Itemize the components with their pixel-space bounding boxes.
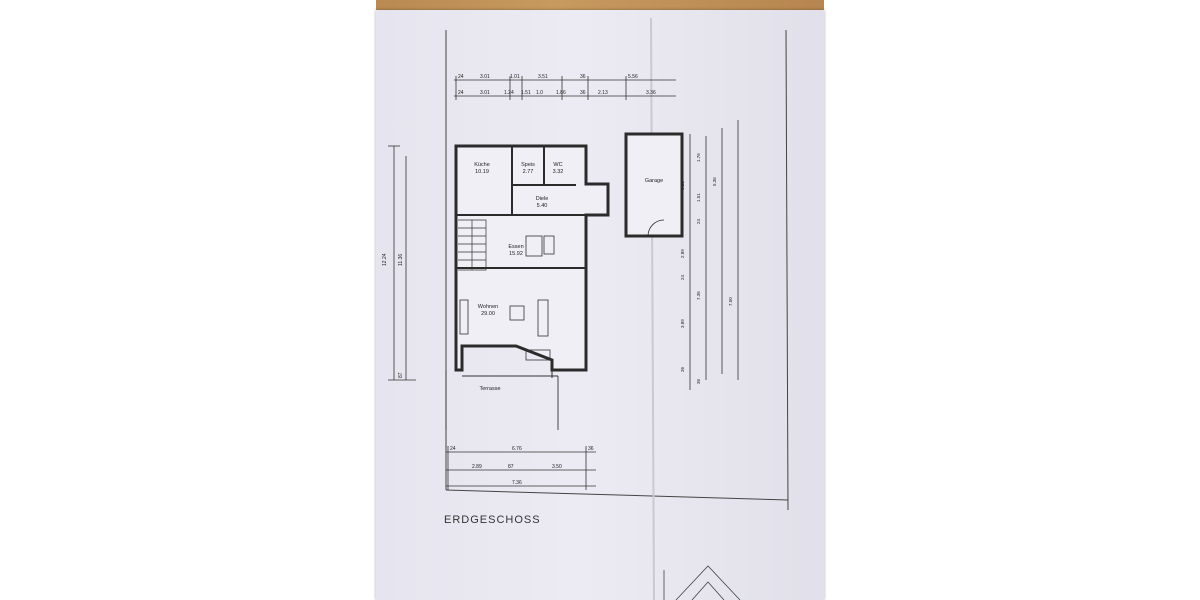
dim-top-2-g: 36 — [580, 90, 586, 96]
staircase — [458, 219, 487, 271]
dim-right-e: 2.89 — [680, 249, 685, 258]
sheet-border-right — [785, 29, 789, 511]
dim-right-b: 1.76 — [696, 153, 701, 162]
dim-top-1-c: 1.01 — [510, 74, 520, 80]
dim-top-2-e: 1.0 — [536, 90, 543, 96]
room-kueche-name: Küche — [474, 162, 490, 168]
dim-bottom-1-a: 24 — [450, 446, 456, 452]
dim-right-l: 7.50 — [728, 297, 733, 306]
dim-top-2-d: 1.51 — [521, 90, 531, 96]
dim-right-k: 5.36 — [712, 177, 717, 186]
room-terrasse-name: Terrasse — [479, 386, 500, 392]
dim-right-d: 24 — [696, 218, 701, 224]
house-walls — [454, 144, 610, 378]
room-wohnen-area: 29.00 — [481, 311, 495, 317]
dim-left-inner: 11.36 — [398, 254, 404, 266]
dim-top-1-a: 24 — [458, 74, 464, 80]
dim-bottom-2-a: 2.89 — [472, 464, 482, 470]
furniture — [459, 235, 555, 361]
dim-top-2-f: 1.86 — [556, 90, 566, 96]
dim-top-2-i: 3.36 — [646, 90, 656, 96]
left-dimension-lines — [388, 145, 416, 381]
top-dimension-lines — [454, 76, 676, 100]
dim-top-1-e: 36 — [580, 74, 586, 80]
room-diele-name: Diele — [536, 196, 549, 202]
room-essen-name: Essen — [508, 244, 523, 250]
room-speis-area: 2.77 — [523, 169, 534, 175]
terrace-outline — [445, 370, 559, 430]
dim-bottom-1-b: 6.76 — [512, 446, 522, 452]
dim-right-g: 3.89 — [680, 319, 685, 328]
room-kueche-area: 10.19 — [475, 169, 489, 175]
dim-bottom-total: 7.36 — [512, 480, 522, 486]
dim-top-1-d: 3.51 — [538, 74, 548, 80]
dim-top-2-b: 3.01 — [480, 90, 490, 96]
dim-left-outer: 12.24 — [382, 253, 388, 266]
sheet-border-bottom — [445, 489, 789, 501]
dim-bottom-1-c: 36 — [588, 446, 594, 452]
dim-right-f: 24 — [680, 274, 685, 280]
right-dimension-lines — [689, 120, 739, 390]
bottom-dimension-lines — [446, 446, 596, 490]
dim-bottom-2-c: 3.50 — [552, 464, 562, 470]
dim-top-2-h: 2.13 — [598, 90, 608, 96]
dim-top-2-a: 24 — [458, 90, 464, 96]
dim-top-1-f: 5.56 — [628, 74, 638, 80]
floor-plan-sheet: 24 3.01 1.01 3.51 36 5.56 24 3.01 1.24 1… — [376, 10, 824, 600]
floor-plan-drawing: 24 3.01 1.01 3.51 36 5.56 24 3.01 1.24 1… — [382, 17, 789, 600]
dim-right-j: 36 — [696, 378, 701, 384]
dim-bottom-2-b: 87 — [508, 464, 514, 470]
dim-right-i: 7.36 — [696, 291, 701, 300]
dim-top-1-b: 3.01 — [480, 74, 490, 80]
room-speis-name: Speis — [521, 162, 535, 168]
room-garage-name: Garage — [645, 178, 663, 184]
room-diele-area: 5.40 — [537, 203, 548, 209]
dim-left-small: 87 — [398, 372, 404, 378]
room-wohnen-name: Wohnen — [478, 304, 498, 310]
garage-walls — [624, 132, 684, 238]
paper-fold — [650, 17, 655, 600]
room-essen-area: 15.92 — [509, 251, 523, 257]
drawing-title: ERDGESCHOSS — [444, 514, 541, 526]
dim-top-2-c: 1.24 — [504, 90, 514, 96]
dim-right-h: 36 — [680, 366, 685, 372]
next-drawing-roof — [663, 565, 741, 600]
dim-right-a: 3.51 — [680, 181, 685, 190]
dim-right-c: 1.51 — [696, 193, 701, 202]
room-wc-area: 3.32 — [553, 169, 564, 175]
room-wc-name: WC — [553, 162, 562, 168]
